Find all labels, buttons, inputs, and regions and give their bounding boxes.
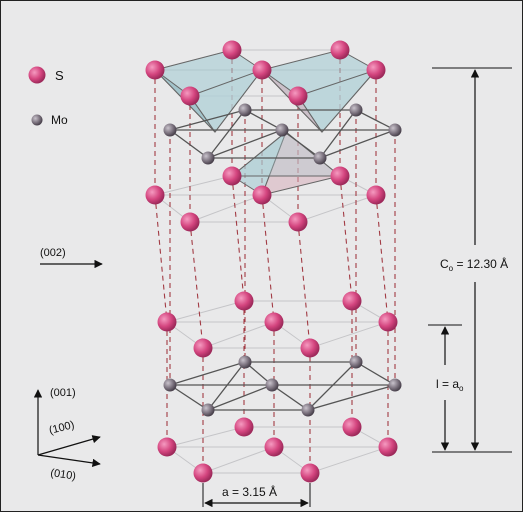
l-dimension: l = ao	[428, 324, 464, 451]
legend: S Mo	[28, 66, 68, 127]
s-atom	[288, 212, 308, 232]
mo-atom	[201, 151, 215, 165]
mo-bonds	[169, 109, 398, 411]
s-atom	[180, 212, 200, 232]
mo-atoms	[163, 103, 402, 417]
a-label: a = 3.15 Å	[222, 484, 277, 499]
s-atom	[180, 86, 200, 106]
s-atom	[145, 185, 165, 205]
s-atom	[193, 338, 213, 358]
s-atom	[234, 417, 254, 437]
s-atom	[366, 185, 386, 205]
mo-atom	[275, 123, 289, 137]
direction-010-arrow	[37, 454, 101, 468]
mo-atom	[163, 123, 177, 137]
s-atom	[330, 40, 350, 60]
s-atom	[378, 312, 398, 332]
s-atom	[222, 166, 242, 186]
c0-label: Co = 12.30 Å	[440, 256, 508, 273]
s-atom	[330, 166, 350, 186]
mo-atom	[388, 123, 402, 137]
s-atom	[366, 60, 386, 80]
s-atoms	[145, 40, 398, 483]
mo-atom	[201, 403, 215, 417]
a-dimension: a = 3.15 Å	[202, 483, 311, 508]
direction-001-label: (001)	[50, 387, 76, 399]
mo-atom	[163, 378, 177, 392]
s-atom	[300, 338, 320, 358]
mo-legend-swatch	[31, 114, 43, 126]
mo-atom	[349, 355, 363, 369]
s-atom	[264, 312, 284, 332]
s-atom	[288, 86, 308, 106]
s-atom	[157, 437, 177, 457]
s-atom	[234, 291, 254, 311]
direction-100-label: (100)	[48, 419, 76, 437]
c0-dimension: Co = 12.30 Å	[432, 67, 512, 453]
s-atom	[342, 291, 362, 311]
s-atom	[300, 463, 320, 483]
s-atom	[145, 60, 165, 80]
s-legend-label: S	[55, 68, 64, 83]
axis-directions: (001) (100) (010)	[33, 387, 101, 483]
s-legend-swatch	[28, 66, 46, 84]
mo-atom	[313, 151, 327, 165]
s-atom	[157, 312, 177, 332]
mo-legend-label: Mo	[51, 113, 68, 127]
s-atom	[378, 437, 398, 457]
direction-100-arrow	[37, 435, 101, 456]
l-label: l = ao	[436, 377, 464, 393]
s-atom	[264, 437, 284, 457]
mo-atom	[388, 378, 402, 392]
mo-atom	[349, 103, 363, 117]
mo-atom	[238, 355, 252, 369]
s-atom	[252, 185, 272, 205]
s-atom	[193, 463, 213, 483]
s-atom	[342, 417, 362, 437]
mo-atom	[238, 103, 252, 117]
mo-atom	[265, 378, 279, 392]
s-atom	[222, 40, 242, 60]
s-atom	[252, 60, 272, 80]
direction-002-label: (002)	[40, 247, 66, 259]
mo-atom	[301, 403, 315, 417]
direction-010-label: (010)	[50, 467, 77, 482]
direction-002: (002)	[40, 247, 103, 269]
